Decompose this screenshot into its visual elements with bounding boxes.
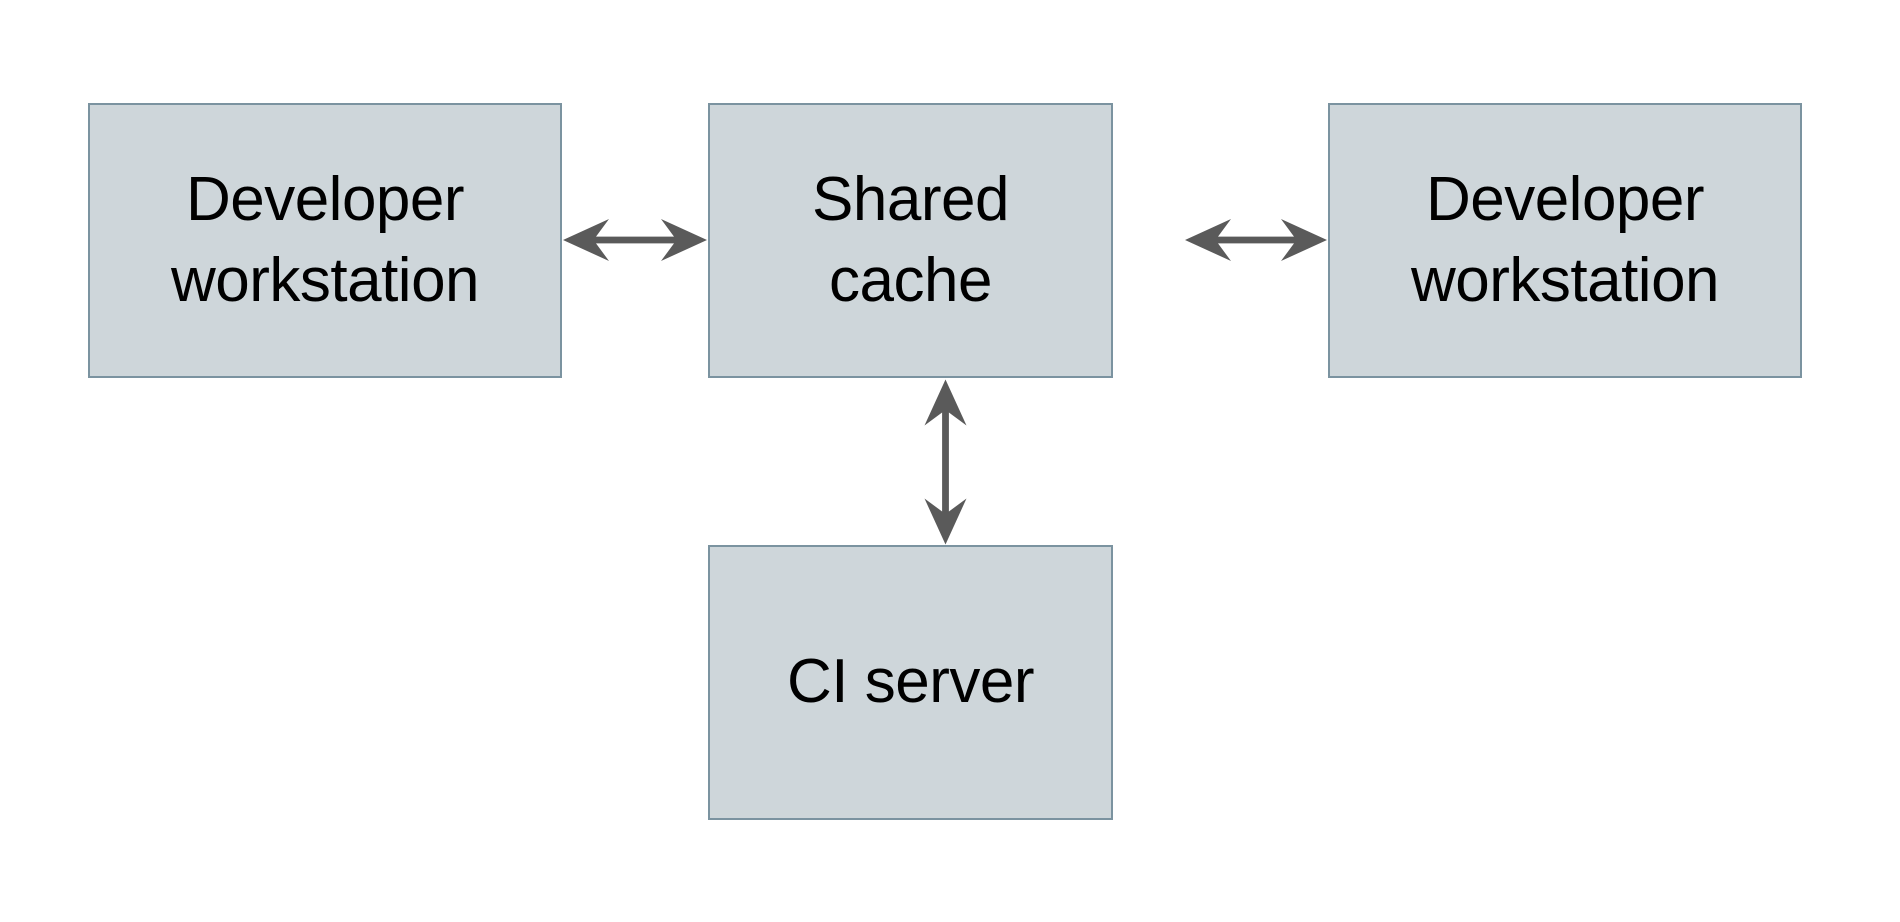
node-label: Developer workstation (170, 164, 480, 315)
node-label: Developer workstation (1410, 164, 1720, 315)
node-label: Shared cache (812, 164, 1009, 315)
node-ci-server[interactable]: CI server (708, 545, 1113, 820)
node-shared-cache[interactable]: Shared cache (708, 103, 1113, 378)
node-developer-workstation-left[interactable]: Developer workstation (88, 103, 562, 378)
edge-shared-cache-to-ci-server (921, 379, 969, 544)
node-label: CI server (787, 647, 1034, 717)
edge-left-workstation-to-shared-cache (563, 216, 707, 264)
node-developer-workstation-right[interactable]: Developer workstation (1328, 103, 1802, 378)
edge-shared-cache-to-right-workstation (1185, 216, 1327, 264)
